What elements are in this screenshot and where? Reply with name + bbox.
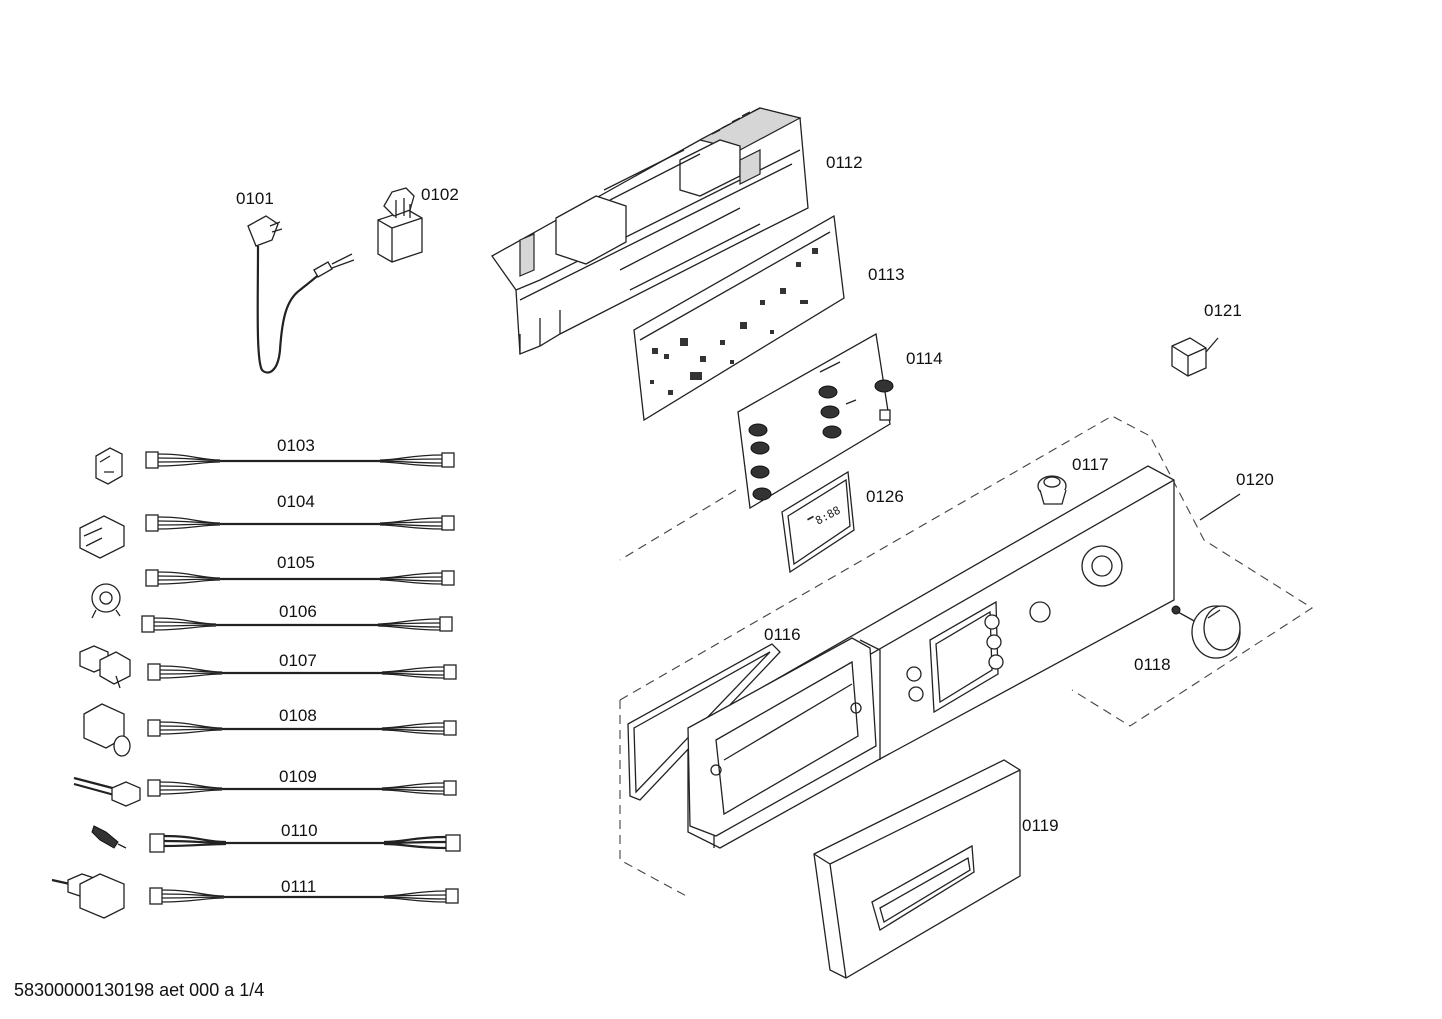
label-0121: 0121 [1204, 301, 1242, 320]
label-0101: 0101 [236, 189, 274, 208]
label-0118: 0118 [1134, 655, 1171, 674]
part-0106-harness[interactable] [141, 615, 453, 633]
label-0113: 0113 [868, 265, 905, 284]
part-0112-module-housing[interactable] [491, 107, 809, 355]
part-0109-harness[interactable] [73, 776, 457, 807]
part-0119-drawer-handle[interactable] [813, 759, 1021, 979]
part-0117-button-cap[interactable] [1037, 475, 1067, 505]
label-0108: 0108 [279, 706, 317, 725]
label-0103: 0103 [277, 436, 315, 455]
label-0109: 0109 [279, 767, 317, 786]
part-0105-harness[interactable] [91, 569, 455, 619]
document-footer-code: 58300000130198 aet 000 a 1/4 [14, 980, 265, 1000]
label-0126: 0126 [866, 487, 904, 506]
part-0120-panel-assembly-outline [619, 415, 1314, 899]
part-0102-interference-filter[interactable] [377, 187, 423, 263]
label-0105: 0105 [277, 553, 315, 572]
part-0126-display-window[interactable]: ▔8:88 [781, 470, 855, 574]
label-0112: 0112 [826, 153, 863, 172]
part-0111-harness[interactable] [51, 873, 459, 919]
label-0116: 0116 [764, 625, 801, 644]
part-0118-program-knob[interactable] [1171, 605, 1241, 659]
label-0114: 0114 [906, 349, 943, 368]
harness-rows: 0103 0104 0105 0106 [51, 436, 461, 919]
label-0107: 0107 [279, 651, 317, 670]
part-0110-harness[interactable] [91, 825, 461, 853]
label-0120: 0120 [1236, 470, 1274, 489]
label-0111: 0111 [281, 877, 316, 896]
part-0113-main-pcb[interactable] [633, 214, 845, 422]
part-0121-clip[interactable] [1171, 337, 1219, 377]
part-0114-display-pcb[interactable] [737, 332, 894, 510]
label-0119: 0119 [1022, 816, 1059, 835]
part-0108-harness[interactable] [83, 703, 457, 757]
label-0102: 0102 [421, 185, 459, 204]
part-0116-drawer-frame[interactable] [627, 637, 877, 837]
label-0110: 0110 [281, 821, 318, 840]
part-0107-harness[interactable] [79, 645, 457, 689]
label-0106: 0106 [279, 602, 317, 621]
part-0103-harness[interactable] [95, 447, 455, 485]
part-0104-harness[interactable] [79, 514, 455, 559]
label-0104: 0104 [277, 492, 315, 511]
part-0101-power-cord[interactable] [247, 215, 355, 374]
label-0117: 0117 [1072, 455, 1109, 474]
